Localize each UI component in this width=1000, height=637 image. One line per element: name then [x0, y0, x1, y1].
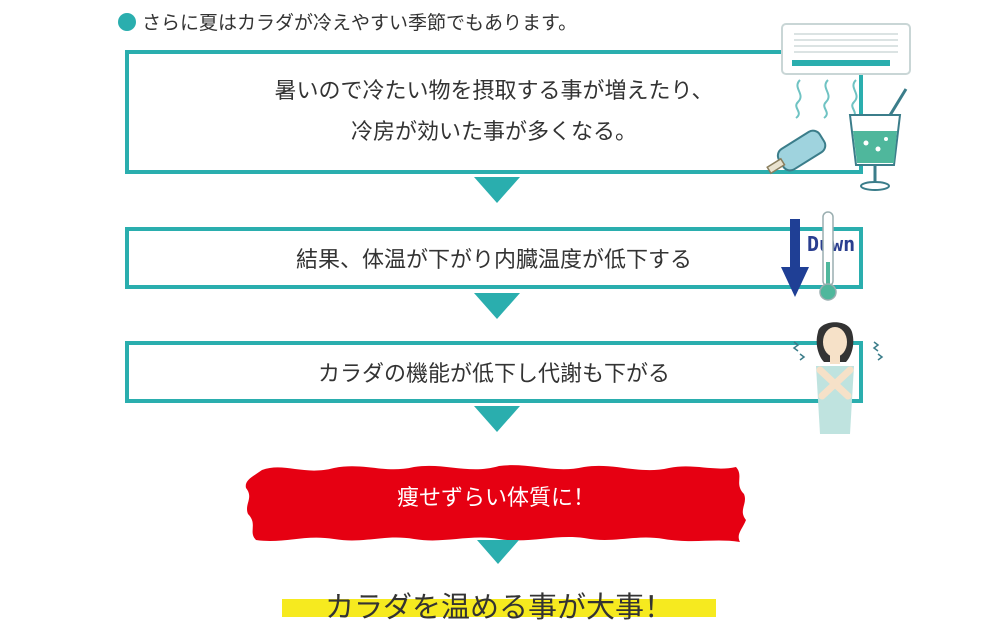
result-text: 痩せずらい体質に！: [244, 480, 748, 512]
intro-line: さらに夏はカラダが冷えやすい季節でもあります。: [118, 8, 577, 35]
cold-woman-icon: [790, 318, 886, 438]
effect-text-temperature: 結果、体温が下がり内臓温度が低下する: [296, 242, 692, 274]
effect-box-temperature: 結果、体温が下がり内臓温度が低下する: [125, 227, 863, 289]
thermometer-icon: [816, 210, 840, 302]
effect-box-metabolism: カラダの機能が低下し代謝も下がる: [125, 341, 863, 403]
flow-arrow-icon: [474, 406, 520, 432]
cause-line-1: 暑いので冷たい物を摂取する事が増えたり、: [274, 71, 713, 112]
effect-text-metabolism: カラダの機能が低下し代謝も下がる: [318, 356, 670, 388]
flow-arrow-icon: [474, 177, 520, 203]
down-arrow-icon: [781, 219, 809, 297]
flow-arrow-icon: [474, 293, 520, 319]
conclusion-text: カラダを温める事が大事！: [282, 584, 716, 622]
cause-line-2: 冷房が効いた事が多くなる。: [351, 112, 637, 153]
popsicle-icon: [762, 125, 842, 185]
iced-drink-icon: [842, 85, 912, 195]
bullet-dot-icon: [118, 13, 136, 31]
cause-box: 暑いので冷たい物を摂取する事が増えたり、 冷房が効いた事が多くなる。: [125, 50, 863, 174]
intro-text: さらに夏はカラダが冷えやすい季節でもあります。: [142, 8, 577, 35]
flow-arrow-icon: [477, 540, 519, 564]
air-conditioner-icon: [780, 22, 912, 82]
